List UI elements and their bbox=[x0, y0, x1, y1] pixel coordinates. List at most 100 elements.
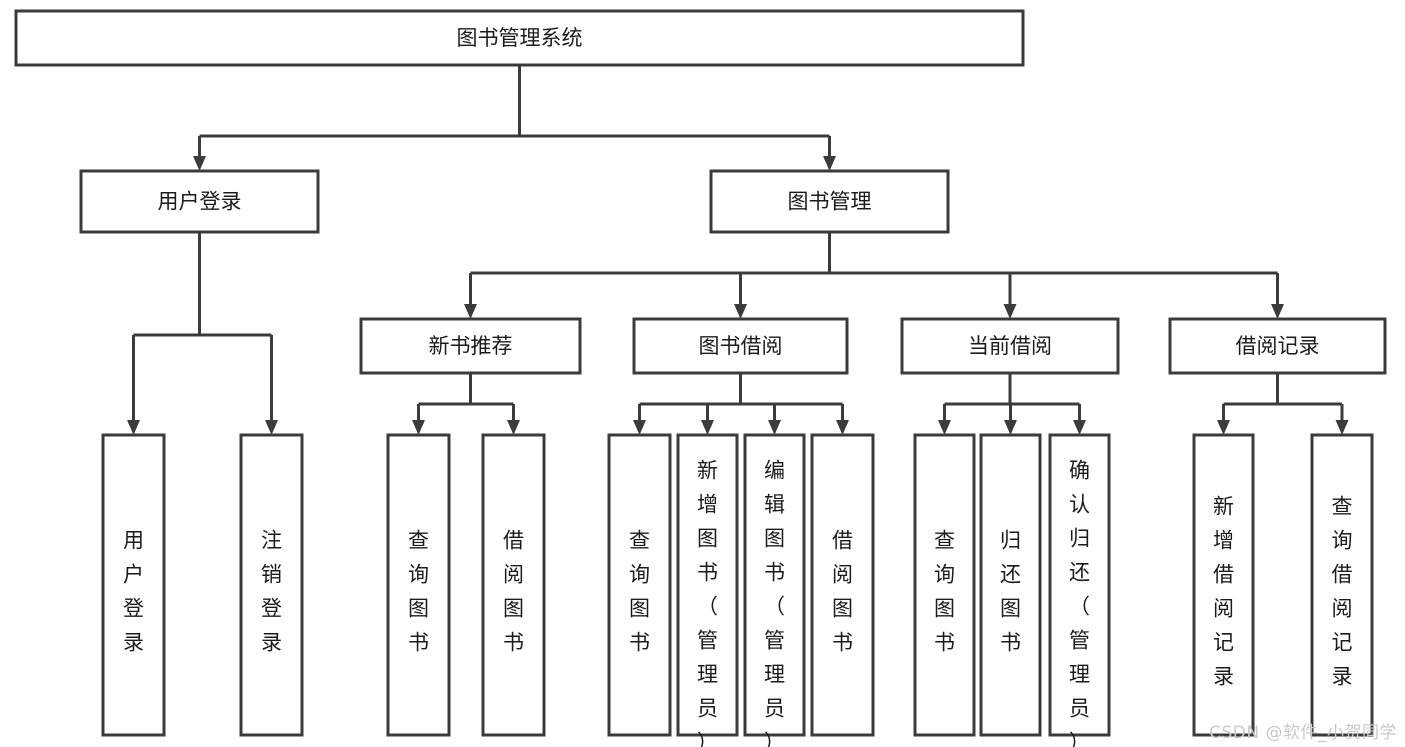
node-leaf-logout[interactable]: 注销登录 bbox=[239, 433, 304, 737]
node-label-char: 图 bbox=[629, 596, 650, 620]
arrow-head-icon bbox=[1271, 304, 1284, 319]
node-box[interactable] bbox=[810, 433, 875, 737]
node-box[interactable] bbox=[239, 433, 304, 737]
node-label: 图书借阅 bbox=[699, 334, 783, 358]
arrow-head-icon bbox=[633, 420, 646, 435]
node-label-char: 书 bbox=[629, 630, 650, 654]
node-label-char: 图 bbox=[408, 596, 429, 620]
conn-current-to-leaves bbox=[938, 373, 1086, 435]
node-label-char: 查 bbox=[1332, 494, 1353, 518]
node-label-char: 新 bbox=[697, 458, 718, 482]
node-leaf-add-book[interactable]: 新增图书（管理员） bbox=[676, 433, 739, 747]
node-label-char: 记 bbox=[1213, 630, 1234, 654]
node-leaf-user-login[interactable]: 用户登录 bbox=[101, 433, 166, 737]
node-box[interactable] bbox=[1168, 317, 1387, 375]
node-leaf-confirm-return[interactable]: 确认归还（管理员） bbox=[1048, 433, 1111, 747]
node-leaf-return-book[interactable]: 归还图书 bbox=[979, 433, 1042, 737]
node-borrow[interactable]: 图书借阅 bbox=[632, 317, 849, 375]
node-current[interactable]: 当前借阅 bbox=[900, 317, 1120, 375]
node-box[interactable] bbox=[79, 169, 320, 234]
node-label-char: 员 bbox=[697, 696, 718, 720]
node-label-char: 管 bbox=[1069, 628, 1090, 652]
node-box[interactable] bbox=[900, 317, 1120, 375]
node-label-char: 询 bbox=[629, 562, 650, 586]
node-label-char: 户 bbox=[123, 562, 144, 586]
node-leaf-borrow-book-new[interactable]: 借阅图书 bbox=[481, 433, 546, 737]
node-label: 借阅记录 bbox=[1236, 334, 1320, 358]
node-label-char: 借 bbox=[1213, 562, 1234, 586]
node-label-char: ） bbox=[1069, 730, 1090, 747]
node-label-char: 书 bbox=[1000, 630, 1021, 654]
node-label-char: 登 bbox=[123, 596, 144, 620]
node-label-char: 编 bbox=[764, 458, 785, 482]
node-leaf-query-book-current[interactable]: 查询图书 bbox=[913, 433, 976, 737]
node-label: 借阅图书 bbox=[832, 528, 853, 654]
node-box[interactable] bbox=[632, 317, 849, 375]
node-box[interactable] bbox=[1048, 433, 1111, 737]
arrow-head-icon bbox=[836, 420, 849, 435]
node-label-char: 询 bbox=[1332, 528, 1353, 552]
node-label-char: 图 bbox=[934, 596, 955, 620]
node-label-char: 归 bbox=[1069, 526, 1090, 550]
node-leaf-borrow-book[interactable]: 借阅图书 bbox=[810, 433, 875, 737]
node-box[interactable] bbox=[979, 433, 1042, 737]
node-leaf-query-record[interactable]: 查询借阅记录 bbox=[1310, 433, 1374, 737]
node-box[interactable] bbox=[1310, 433, 1374, 737]
node-box[interactable] bbox=[743, 433, 806, 737]
node-label-char: 管 bbox=[764, 628, 785, 652]
arrow-head-icon bbox=[823, 156, 836, 171]
node-record[interactable]: 借阅记录 bbox=[1168, 317, 1387, 375]
node-layer: 图书管理系统用户登录图书管理新书推荐图书借阅当前借阅借阅记录用户登录注销登录查询… bbox=[14, 9, 1387, 747]
node-leaf-edit-book[interactable]: 编辑图书（管理员） bbox=[743, 433, 806, 747]
node-root[interactable]: 图书管理系统 bbox=[14, 9, 1025, 67]
node-label-char: 员 bbox=[764, 696, 785, 720]
watermark-text: CSDN @软件_小贺同学 bbox=[1209, 723, 1397, 743]
node-box[interactable] bbox=[709, 169, 950, 234]
node-label-char: 书 bbox=[832, 630, 853, 654]
conn-newbook-to-leaves bbox=[412, 373, 520, 435]
node-box[interactable] bbox=[359, 317, 582, 375]
arrow-head-icon bbox=[127, 420, 140, 435]
node-login[interactable]: 用户登录 bbox=[79, 169, 320, 234]
node-label-char: 确 bbox=[1069, 458, 1090, 482]
node-box[interactable] bbox=[676, 433, 739, 737]
arrow-head-icon bbox=[507, 420, 520, 435]
node-label-char: 理 bbox=[764, 662, 785, 686]
node-newbook[interactable]: 新书推荐 bbox=[359, 317, 582, 375]
node-box[interactable] bbox=[386, 433, 451, 737]
node-box[interactable] bbox=[1192, 433, 1255, 737]
node-label-char: 阅 bbox=[1213, 596, 1234, 620]
node-label: 查询图书 bbox=[408, 528, 429, 654]
arrow-head-icon bbox=[193, 156, 206, 171]
node-label: 新增借阅记录 bbox=[1213, 494, 1234, 688]
node-label-char: 录 bbox=[1332, 664, 1353, 688]
node-label-char: 书 bbox=[934, 630, 955, 654]
conn-record-to-leaves bbox=[1217, 373, 1349, 435]
arrow-head-icon bbox=[1335, 420, 1349, 435]
node-label-char: 询 bbox=[408, 562, 429, 586]
node-label: 查询借阅记录 bbox=[1332, 494, 1353, 688]
node-leaf-query-book-borrow[interactable]: 查询图书 bbox=[607, 433, 672, 737]
node-leaf-add-record[interactable]: 新增借阅记录 bbox=[1192, 433, 1255, 737]
node-label-char: 认 bbox=[1069, 492, 1090, 516]
node-label-char: 阅 bbox=[832, 562, 853, 586]
node-box[interactable] bbox=[481, 433, 546, 737]
node-label: 图书管理系统 bbox=[457, 26, 583, 50]
node-bookmgmt[interactable]: 图书管理 bbox=[709, 169, 950, 234]
node-label-char: 查 bbox=[934, 528, 955, 552]
node-label-char: 登 bbox=[261, 596, 282, 620]
conn-bookmgmt-to-level3 bbox=[464, 232, 1284, 319]
node-label: 查询图书 bbox=[934, 528, 955, 654]
node-label-char: 书 bbox=[408, 630, 429, 654]
node-label-char: 录 bbox=[1213, 664, 1234, 688]
node-label-char: 借 bbox=[832, 528, 853, 552]
node-box[interactable] bbox=[607, 433, 672, 737]
node-label-char: 借 bbox=[503, 528, 524, 552]
node-label-char: ） bbox=[697, 730, 718, 747]
node-leaf-query-book-new[interactable]: 查询图书 bbox=[386, 433, 451, 737]
node-box[interactable] bbox=[14, 9, 1025, 67]
node-box[interactable] bbox=[913, 433, 976, 737]
node-box[interactable] bbox=[101, 433, 166, 737]
